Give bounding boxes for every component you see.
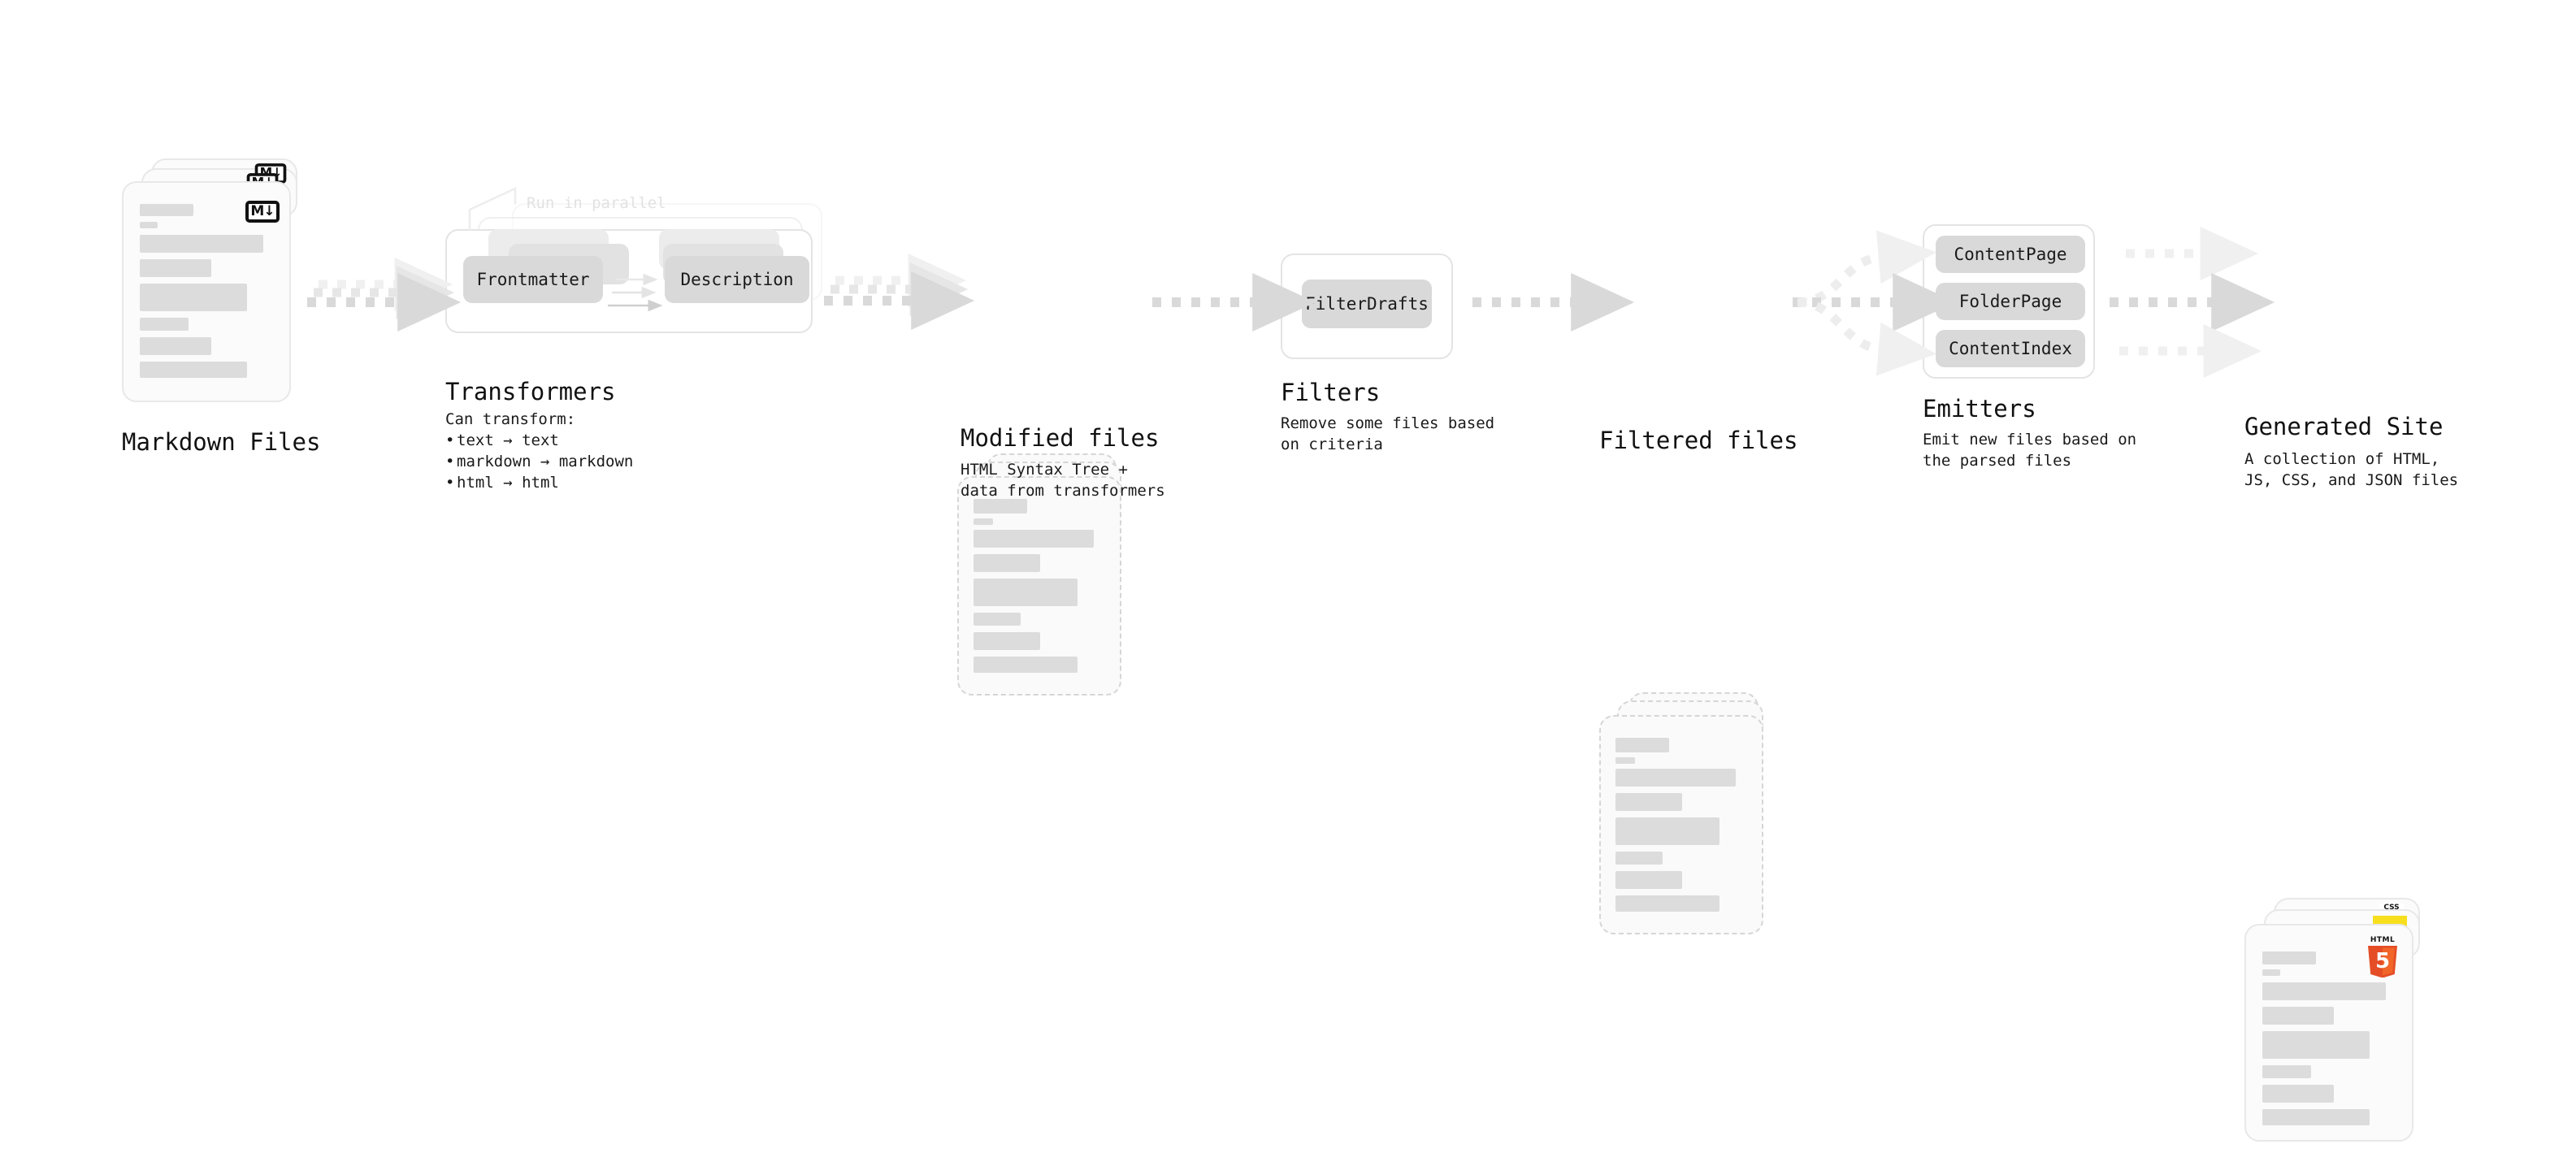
connector-transformers-to-modified: [824, 254, 975, 330]
stage-title-filters: Filters: [1281, 379, 1381, 406]
emitter-chip-contentindex[interactable]: ContentIndex: [1936, 330, 2085, 367]
placeholder-line: [2262, 1109, 2370, 1125]
placeholder-line: [2262, 969, 2280, 976]
placeholder-line: [1615, 757, 1635, 764]
stage-modified-files: [957, 453, 1144, 696]
markdown-badge-icon: M↓: [245, 201, 280, 223]
stage-title-filtered-files: Filtered files: [1599, 427, 1798, 454]
placeholder-line: [140, 259, 211, 277]
stage-emitters: ContentPage FolderPage ContentIndex: [1923, 224, 2118, 395]
transform-list-item: text → text: [445, 430, 633, 451]
html5-badge-icon: HTML 5: [2363, 934, 2402, 981]
placeholder-line: [974, 632, 1040, 650]
placeholder-line: [1615, 817, 1720, 845]
stage-filtered-files: [1599, 692, 1786, 934]
placeholder-line: [2262, 1085, 2334, 1103]
stage-title-markdown-files: Markdown Files: [122, 428, 321, 456]
stage-markdown-files: M↓ M↓ M↓: [122, 158, 317, 427]
placeholder-line: [1615, 895, 1720, 912]
filter-chip-filterdrafts[interactable]: FilterDrafts: [1302, 280, 1432, 328]
stage-title-generated-site: Generated Site: [2244, 413, 2444, 440]
svg-text:5: 5: [2375, 949, 2390, 973]
placeholder-line: [1615, 769, 1736, 787]
emitter-chip-contentpage[interactable]: ContentPage: [1936, 236, 2085, 273]
placeholder-line: [974, 518, 993, 525]
placeholder-line: [974, 657, 1078, 673]
emitter-chip-folderpage[interactable]: FolderPage: [1936, 283, 2085, 320]
transformer-chip-description[interactable]: Description: [665, 256, 809, 303]
stage-filters: FilterDrafts: [1281, 254, 1459, 367]
placeholder-line: [974, 613, 1021, 626]
placeholder-line: [2262, 1007, 2334, 1025]
placeholder-line: [1615, 852, 1663, 865]
placeholder-line: [1615, 793, 1682, 811]
placeholder-line: [140, 235, 263, 253]
transform-list-heading: Can transform:: [445, 410, 576, 428]
transform-list-item: html → html: [445, 472, 633, 493]
placeholder-line: [140, 362, 247, 378]
transformers-transform-list: Can transform: text → text markdown → ma…: [445, 409, 633, 493]
connector-emitters-to-site: [2110, 227, 2275, 378]
connector-filtered-to-emitters: [1793, 230, 1957, 376]
transformer-chip-frontmatter[interactable]: Frontmatter: [463, 256, 603, 303]
stage-title-emitters: Emitters: [1923, 395, 2036, 423]
placeholder-line: [140, 318, 189, 331]
stage-caption-generated-site: A collection of HTML, JS, CSS, and JSON …: [2244, 450, 2459, 489]
placeholder-line: [140, 222, 158, 228]
placeholder-line: [2262, 982, 2386, 1000]
stage-caption-emitters: Emit new files based on the parsed files: [1923, 431, 2137, 470]
stage-caption-modified-files: HTML Syntax Tree + data from transformer…: [961, 461, 1165, 500]
placeholder-line: [2262, 951, 2316, 964]
placeholder-line: [2262, 1031, 2370, 1059]
placeholder-line: [974, 530, 1094, 548]
connector-md-to-transformers: [307, 258, 462, 332]
transform-list-item: markdown → markdown: [445, 451, 633, 472]
placeholder-line: [974, 579, 1078, 606]
stage-transformers: Frontmatter Description: [445, 203, 827, 358]
stage-caption-filters: Remove some files based on criteria: [1281, 414, 1495, 453]
placeholder-line: [140, 337, 211, 355]
placeholder-line: [974, 499, 1027, 514]
placeholder-line: [2262, 1065, 2311, 1078]
diagram-canvas: M↓ M↓ M↓ Markdown Files Frontmatter Desc…: [0, 0, 2576, 681]
placeholder-line: [140, 204, 193, 216]
svg-text:HTML: HTML: [2370, 936, 2395, 944]
file-sheet-front: [957, 476, 1121, 696]
file-sheet-front: [1599, 715, 1763, 934]
stage-title-transformers: Transformers: [445, 378, 616, 405]
placeholder-line: [974, 554, 1040, 572]
stage-title-modified-files: Modified files: [961, 424, 1160, 452]
stage-generated-site: CSS HTML 5: [2244, 898, 2448, 1166]
placeholder-line: [1615, 871, 1682, 889]
placeholder-line: [1615, 738, 1669, 752]
transformers-parallel-note: Run in parallel: [527, 194, 666, 212]
placeholder-line: [140, 284, 247, 311]
